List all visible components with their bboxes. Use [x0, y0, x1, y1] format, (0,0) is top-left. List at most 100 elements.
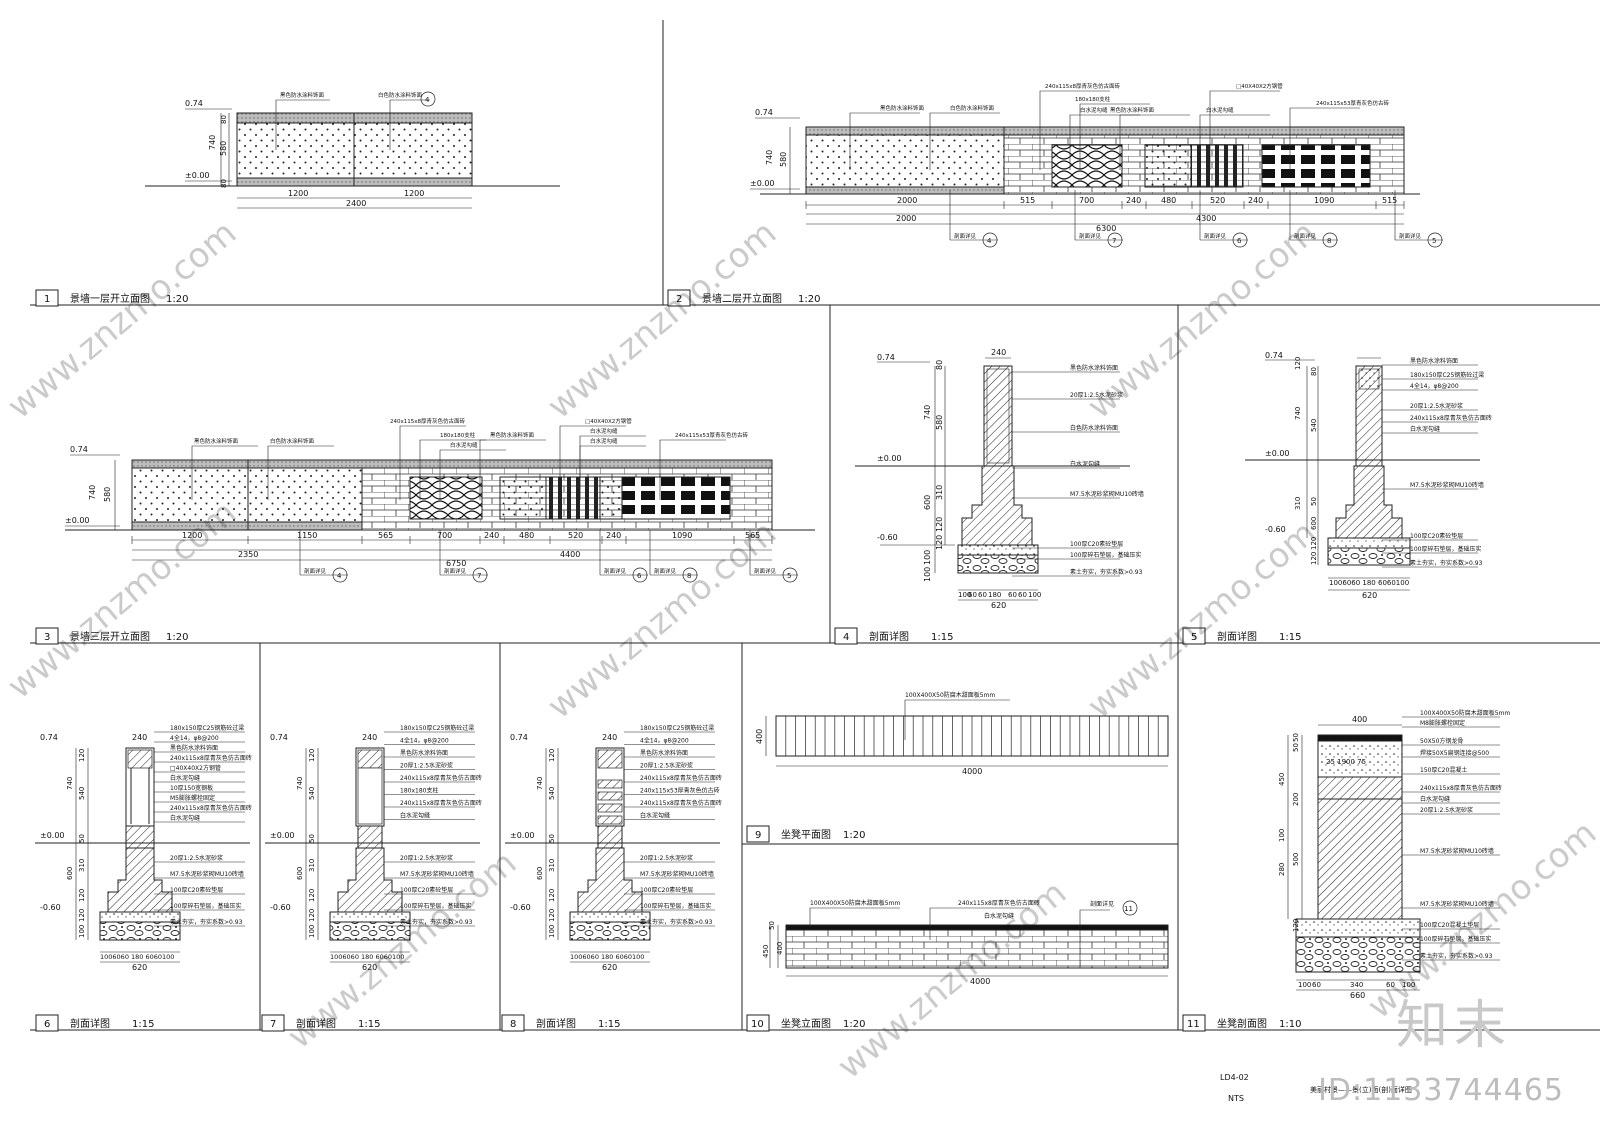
material-label: 180x150厚C25钢筋砼过梁	[170, 724, 244, 732]
hdim-value: 240	[1126, 196, 1141, 205]
level-zero: ±0.00	[40, 831, 65, 840]
material-label: M7.5水泥砂浆砌MU10砖墙	[640, 870, 714, 878]
material-label: 白色防水涂料饰面	[950, 104, 995, 112]
frame-grid	[30, 20, 1600, 1031]
section-ref-label: 剖面详见	[1294, 232, 1317, 240]
vdim-value: 600	[923, 495, 932, 510]
total-6750: 6750	[446, 559, 466, 568]
bottom-dim-value: 60	[1018, 591, 1027, 599]
vdim-value: 80	[935, 360, 944, 370]
hdim-1200b-1: 1200	[404, 189, 424, 198]
panel-scale: 1:15	[598, 1019, 620, 1030]
material-label: 素土夯实，夯实系数>0.93	[170, 918, 243, 926]
bottom-dim-value: 60	[978, 591, 987, 599]
sheet-name: 美丽村景——景(立)面(剖)面详图	[1310, 1085, 1412, 1094]
section-width: 240	[602, 733, 617, 742]
material-label: 素土夯实，夯实系数>0.93	[640, 918, 713, 926]
material-label: 100厚C20素砼垫层	[170, 886, 223, 894]
level-top-1: 0.74	[185, 99, 203, 108]
h-400-10: 400	[776, 942, 784, 955]
material-label: 白水泥勾缝	[170, 774, 200, 782]
vdim-value: 100	[923, 567, 932, 582]
vdim-value: 540	[78, 787, 86, 800]
panel-scale: 1:15	[1279, 632, 1301, 643]
vdim-value: 100	[548, 925, 556, 938]
vdim-value: 310	[1294, 497, 1302, 510]
level-bottom: -0.60	[270, 903, 291, 912]
material-label: 240x115x8厚青灰色仿古面砖	[640, 774, 722, 782]
material-label: 白色防水涂料饰面	[270, 437, 315, 445]
vdim-value: 200	[1292, 793, 1300, 806]
section-tag-number: 5	[1432, 237, 1436, 245]
vdim-value: 120	[78, 749, 86, 762]
bottom-total: 620	[362, 963, 377, 972]
panel-number-box	[1182, 1014, 1206, 1032]
material-label: 150厚C20混凝土	[1420, 766, 1467, 774]
material-label: 4全14，φ8@200	[640, 737, 689, 745]
material-label: □40X40X2方钢管	[585, 417, 632, 425]
vdim-value: 500	[1292, 853, 1300, 866]
level-zero-4: ±0.00	[877, 454, 902, 463]
hdim-value: 480	[519, 531, 534, 540]
vdim-value: 600	[1310, 517, 1318, 530]
label-black-1: 黑色防水涂料饰面	[280, 91, 325, 99]
level-zero-1: ±0.00	[185, 171, 210, 180]
panel-number-box	[35, 1014, 59, 1032]
hdim-value: 240	[484, 531, 499, 540]
panel-number: 5	[1191, 632, 1197, 643]
section-tag-number: 6	[637, 572, 642, 580]
vdim-value: 600	[536, 867, 544, 880]
material-label: 白水泥勾缝	[1410, 425, 1440, 433]
material-label: 20厚1:2.5水泥砂浆	[640, 762, 693, 770]
vdim-value: 120	[548, 889, 556, 902]
material-label: 100厚C20素砼垫层	[400, 886, 453, 894]
watermark-site-2: www.znzmo.com	[540, 213, 784, 427]
vdim-value: 100	[308, 925, 316, 938]
panel-title: 剖面详图	[296, 1017, 336, 1030]
panel-title: 景墙一层开立面图	[70, 292, 150, 305]
material-label: 10厚150宽钢板	[170, 784, 213, 792]
section-tag-number: 6	[1237, 237, 1242, 245]
panel-title: 景墙二层开立面图	[702, 292, 782, 305]
vdim-value: 50	[78, 834, 86, 843]
vdim-value: 120	[1310, 552, 1318, 565]
bottom-dim-value: 340	[1350, 981, 1363, 989]
h-450-10: 450	[762, 945, 770, 958]
vdim-580-1: 580	[219, 141, 228, 156]
vdim-740-2: 740	[765, 150, 774, 165]
label-10-d: 剖面详见	[1090, 900, 1114, 908]
level-bottom-5: -0.60	[1265, 525, 1286, 534]
level-bottom: -0.60	[40, 903, 61, 912]
vdim-value: 310	[548, 859, 556, 872]
panel-9-plan: 4000 400 100X400X50防腐木甜面板5mm	[755, 691, 1169, 776]
section-tag-number: 8	[1327, 237, 1331, 245]
material-label: 240x115x8厚青灰色仿古面砖	[170, 754, 252, 762]
hdim-value: 2000	[897, 196, 917, 205]
vdim-value: 80	[1310, 367, 1318, 376]
bottom-dim-value: 180	[988, 591, 1001, 599]
panel-scale: 1:20	[843, 830, 865, 841]
label-10-b: 240x115x8厚青灰色仿古面砖	[958, 899, 1040, 907]
section-ref-label: 剖面详见	[754, 567, 777, 575]
panel-scale: 1:20	[166, 632, 188, 643]
vdim-value: 120	[308, 909, 316, 922]
vdim-value: 50	[308, 834, 316, 843]
hdim-value: 565	[745, 531, 760, 540]
material-label: M7.5水泥砂浆砌MU10砖墙	[170, 870, 244, 878]
level-top-3: 0.74	[70, 445, 88, 454]
panel-title: 剖面详图	[70, 1017, 110, 1030]
top-400-11: 400	[1352, 715, 1367, 724]
material-label: 黑色防水涂料饰面	[194, 437, 239, 445]
hdim-value: 240	[1248, 196, 1263, 205]
panel-1-elevation: 0.74 ±0.00 740 580 80 80 1200 1200 2400 …	[145, 91, 560, 209]
panel-number: 1	[44, 294, 50, 305]
label-10-a: 100X400X50防腐木甜面板5mm	[810, 899, 900, 907]
section-tag-number: 8	[687, 572, 691, 580]
material-label: 黑色防水涂料饰面	[490, 431, 535, 439]
watermark-site-4: www.znzmo.com	[0, 493, 244, 707]
hdim-value: 565	[378, 531, 393, 540]
